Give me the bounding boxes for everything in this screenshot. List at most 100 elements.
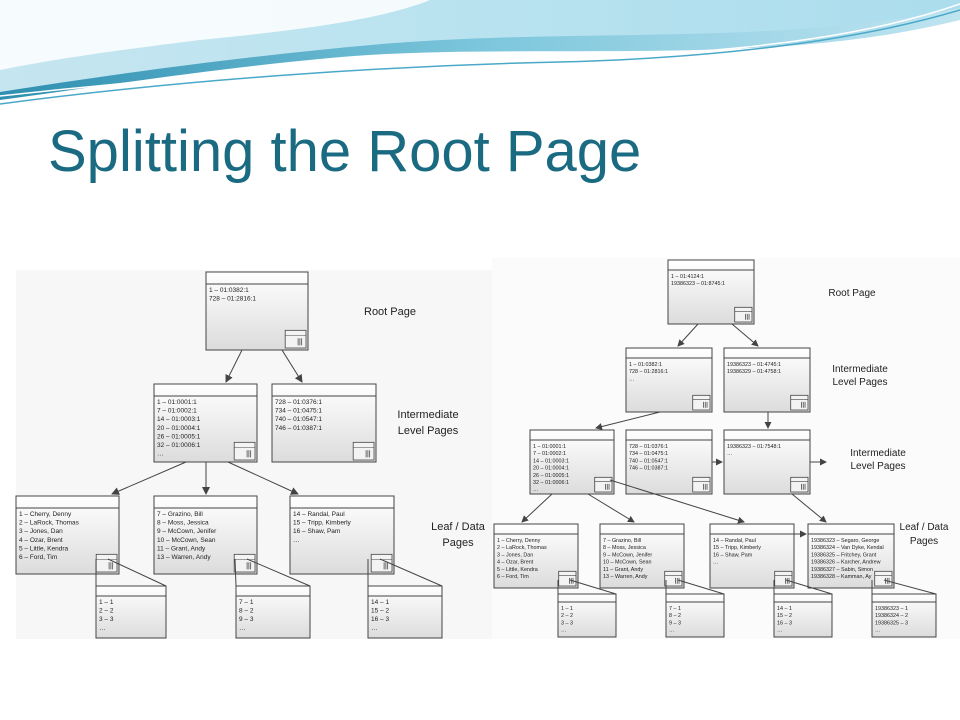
left-intermediate-page-2-line: 746 – 01:0387:1 xyxy=(275,425,322,432)
right-upper-intermediate-page-2-line: 19386329 – 01:4758:1 xyxy=(727,369,781,375)
left-intermediate-page-1-line: 32 – 01:0006:1 xyxy=(157,442,201,449)
right-lower-intermediate-page-3-line: … xyxy=(727,451,732,457)
right-leaf-page-4-line: 19386328 – Kamman, Ay xyxy=(811,574,872,580)
right-row-detail-3-line: 14 – 1 xyxy=(777,606,792,612)
left-row-detail-2-frame xyxy=(235,585,311,639)
left-leaf-page-3-line: 15 – Tripp, Kimberly xyxy=(293,520,352,527)
right-leaf-page-1-line: 2 – LaRock, Thomas xyxy=(497,545,547,551)
arrow-upper1-to-lower1 xyxy=(595,411,661,430)
right-lower-intermediate-page-1-line: … xyxy=(533,487,538,493)
left-row-detail-3-line: 16 – 3 xyxy=(371,616,389,623)
right-lower-intermediate-page-3-line: 19386323 – 01:7548:1 xyxy=(727,444,781,450)
right-row-detail-4-line: … xyxy=(875,628,880,634)
arrow-intermediate-to-leaf-3 xyxy=(227,461,299,495)
left-row-detail-3-frame xyxy=(367,585,443,639)
page-icon xyxy=(664,570,683,587)
left-leaf-page-2-line: 11 – Grant, Andy xyxy=(157,545,206,552)
right-row-detail-4-frame xyxy=(871,593,937,638)
right-lower-intermediate-page-2-line: 734 – 01:0475:1 xyxy=(629,451,668,457)
slide-title: Splitting the Root Page xyxy=(48,119,642,184)
left-row-detail-3-line: 14 – 1 xyxy=(371,599,389,606)
page-icon xyxy=(352,441,375,461)
page-icon xyxy=(233,553,256,573)
right-row-detail-1: 1 – 12 – 23 – 3… xyxy=(557,593,617,638)
left-row-detail-1-line: 2 – 2 xyxy=(99,608,114,615)
left-root-page-line: 728 – 01:2816:1 xyxy=(209,296,256,303)
left-leaf-page-2-line: 9 – McCown, Jenifer xyxy=(157,528,217,535)
arrow-lower1-to-leaf-3 xyxy=(609,479,745,524)
page-icon xyxy=(692,476,711,493)
left-leaf-page-3-line: 14 – Randal, Paul xyxy=(293,511,345,518)
right-leaf-page-4-line: 19386324 – Van Dyke, Kendal xyxy=(811,545,884,551)
right-lower-intermediate-page-1-line: 26 – 01:0005:1 xyxy=(533,473,569,479)
left-leaf-page-1-line: 6 – Ford, Tim xyxy=(19,554,57,561)
page-icon xyxy=(594,476,613,493)
left-leaf-page-1-line: 3 – Jones, Dan xyxy=(19,528,63,535)
right-leaf-page-2-line: 7 – Grazino, Bill xyxy=(603,538,641,544)
label-root-page: Root Page xyxy=(364,306,416,318)
right-leaf-page-3-line: … xyxy=(713,560,718,566)
banner-wave-front xyxy=(0,0,430,70)
right-leaf-page-4-line: 19386325 – Fritchey, Grant xyxy=(811,552,877,558)
right-leaf-page-4-line: 19386327 – Sabin, Simon xyxy=(811,567,873,573)
expand-line-1b xyxy=(107,558,167,587)
left-leaf-page-3-line: 16 – Shaw, Pam xyxy=(293,528,340,535)
right-leaf-page-3-line: 16 – Shaw, Pam xyxy=(713,552,753,558)
left-intermediate-page-1-line: 20 – 01:0004:1 xyxy=(157,425,201,432)
right-row-detail-2-line: 8 – 2 xyxy=(669,613,681,619)
left-intermediate-page-2-line: 728 – 01:0376:1 xyxy=(275,399,322,406)
right-upper-intermediate-page-2-line: 19386323 – 01:4745:1 xyxy=(727,362,781,368)
right-row-detail-4-line: 19386325 – 3 xyxy=(875,620,908,626)
right-row-detail-1-frame xyxy=(557,593,617,638)
right-row-detail-1-line: 2 – 2 xyxy=(561,613,573,619)
left-row-detail-1-line: … xyxy=(99,625,106,632)
top-banner xyxy=(0,0,960,105)
expand-line-r1b xyxy=(569,579,617,595)
right-row-detail-1-line: 1 – 1 xyxy=(561,606,573,612)
left-leaf-page-2-line: 8 – Moss, Jessica xyxy=(157,520,209,527)
page-icon xyxy=(874,570,893,587)
right-row-detail-4-line: 19386323 – 1 xyxy=(875,606,908,612)
left-leaf-page-1-line: 4 – Ozar, Brent xyxy=(19,537,63,544)
arrow-lower1-to-leaf-2 xyxy=(587,493,635,523)
arrow-root-to-intermediate-1 xyxy=(225,349,243,383)
right-row-detail-2-line: 7 – 1 xyxy=(669,606,681,612)
page-icon xyxy=(790,476,809,493)
right-upper-intermediate-page-1-line: 728 – 01:2816:1 xyxy=(629,369,668,375)
banner-line-2 xyxy=(0,3,960,97)
expand-line-2a xyxy=(234,558,237,587)
right-leaf-page-1-line: 3 – Jones, Dan xyxy=(497,552,533,558)
right-row-detail-2: 7 – 18 – 29 – 3… xyxy=(665,593,725,638)
left-leaf-page-3: 14 – Randal, Paul 15 – Tripp, Kimberly16 … xyxy=(289,495,395,575)
left-intermediate-page-1-line: 14 – 01:0003:1 xyxy=(157,416,201,423)
arrow-root-to-upper-2 xyxy=(731,323,759,347)
right-lower-intermediate-page-1-line: 14 – 01:0003:1 xyxy=(533,458,569,464)
expand-line-r2b xyxy=(677,579,725,595)
right-leaf-page-3-line: 15 – Tripp, Kimberly xyxy=(713,545,761,551)
arrow-lower1-to-leaf-1 xyxy=(521,493,553,523)
right-root-page-line: 19386323 – 01:8745:1 xyxy=(671,281,725,287)
left-row-detail-1-line: 1 – 1 xyxy=(99,599,114,606)
left-row-detail-1-frame xyxy=(95,585,167,639)
right-leaf-page-1-line: 6 – Ford, Tim xyxy=(497,574,529,580)
left-intermediate-page-1-line: 1 – 01:0001:1 xyxy=(157,399,197,406)
right-upper-intermediate-page-1-line: … xyxy=(629,376,634,382)
right-row-detail-1-line: 3 – 3 xyxy=(561,620,573,626)
expand-line-r4b xyxy=(883,579,937,595)
left-intermediate-page-2-line: 740 – 01:0547:1 xyxy=(275,416,322,423)
right-leaf-page-2-line: 11 – Grant, Andy xyxy=(603,567,643,573)
arrow-lower3-to-leaf-4 xyxy=(791,493,827,523)
left-leaf-page-2-line: 7 – Grazino, Bill xyxy=(157,511,203,518)
